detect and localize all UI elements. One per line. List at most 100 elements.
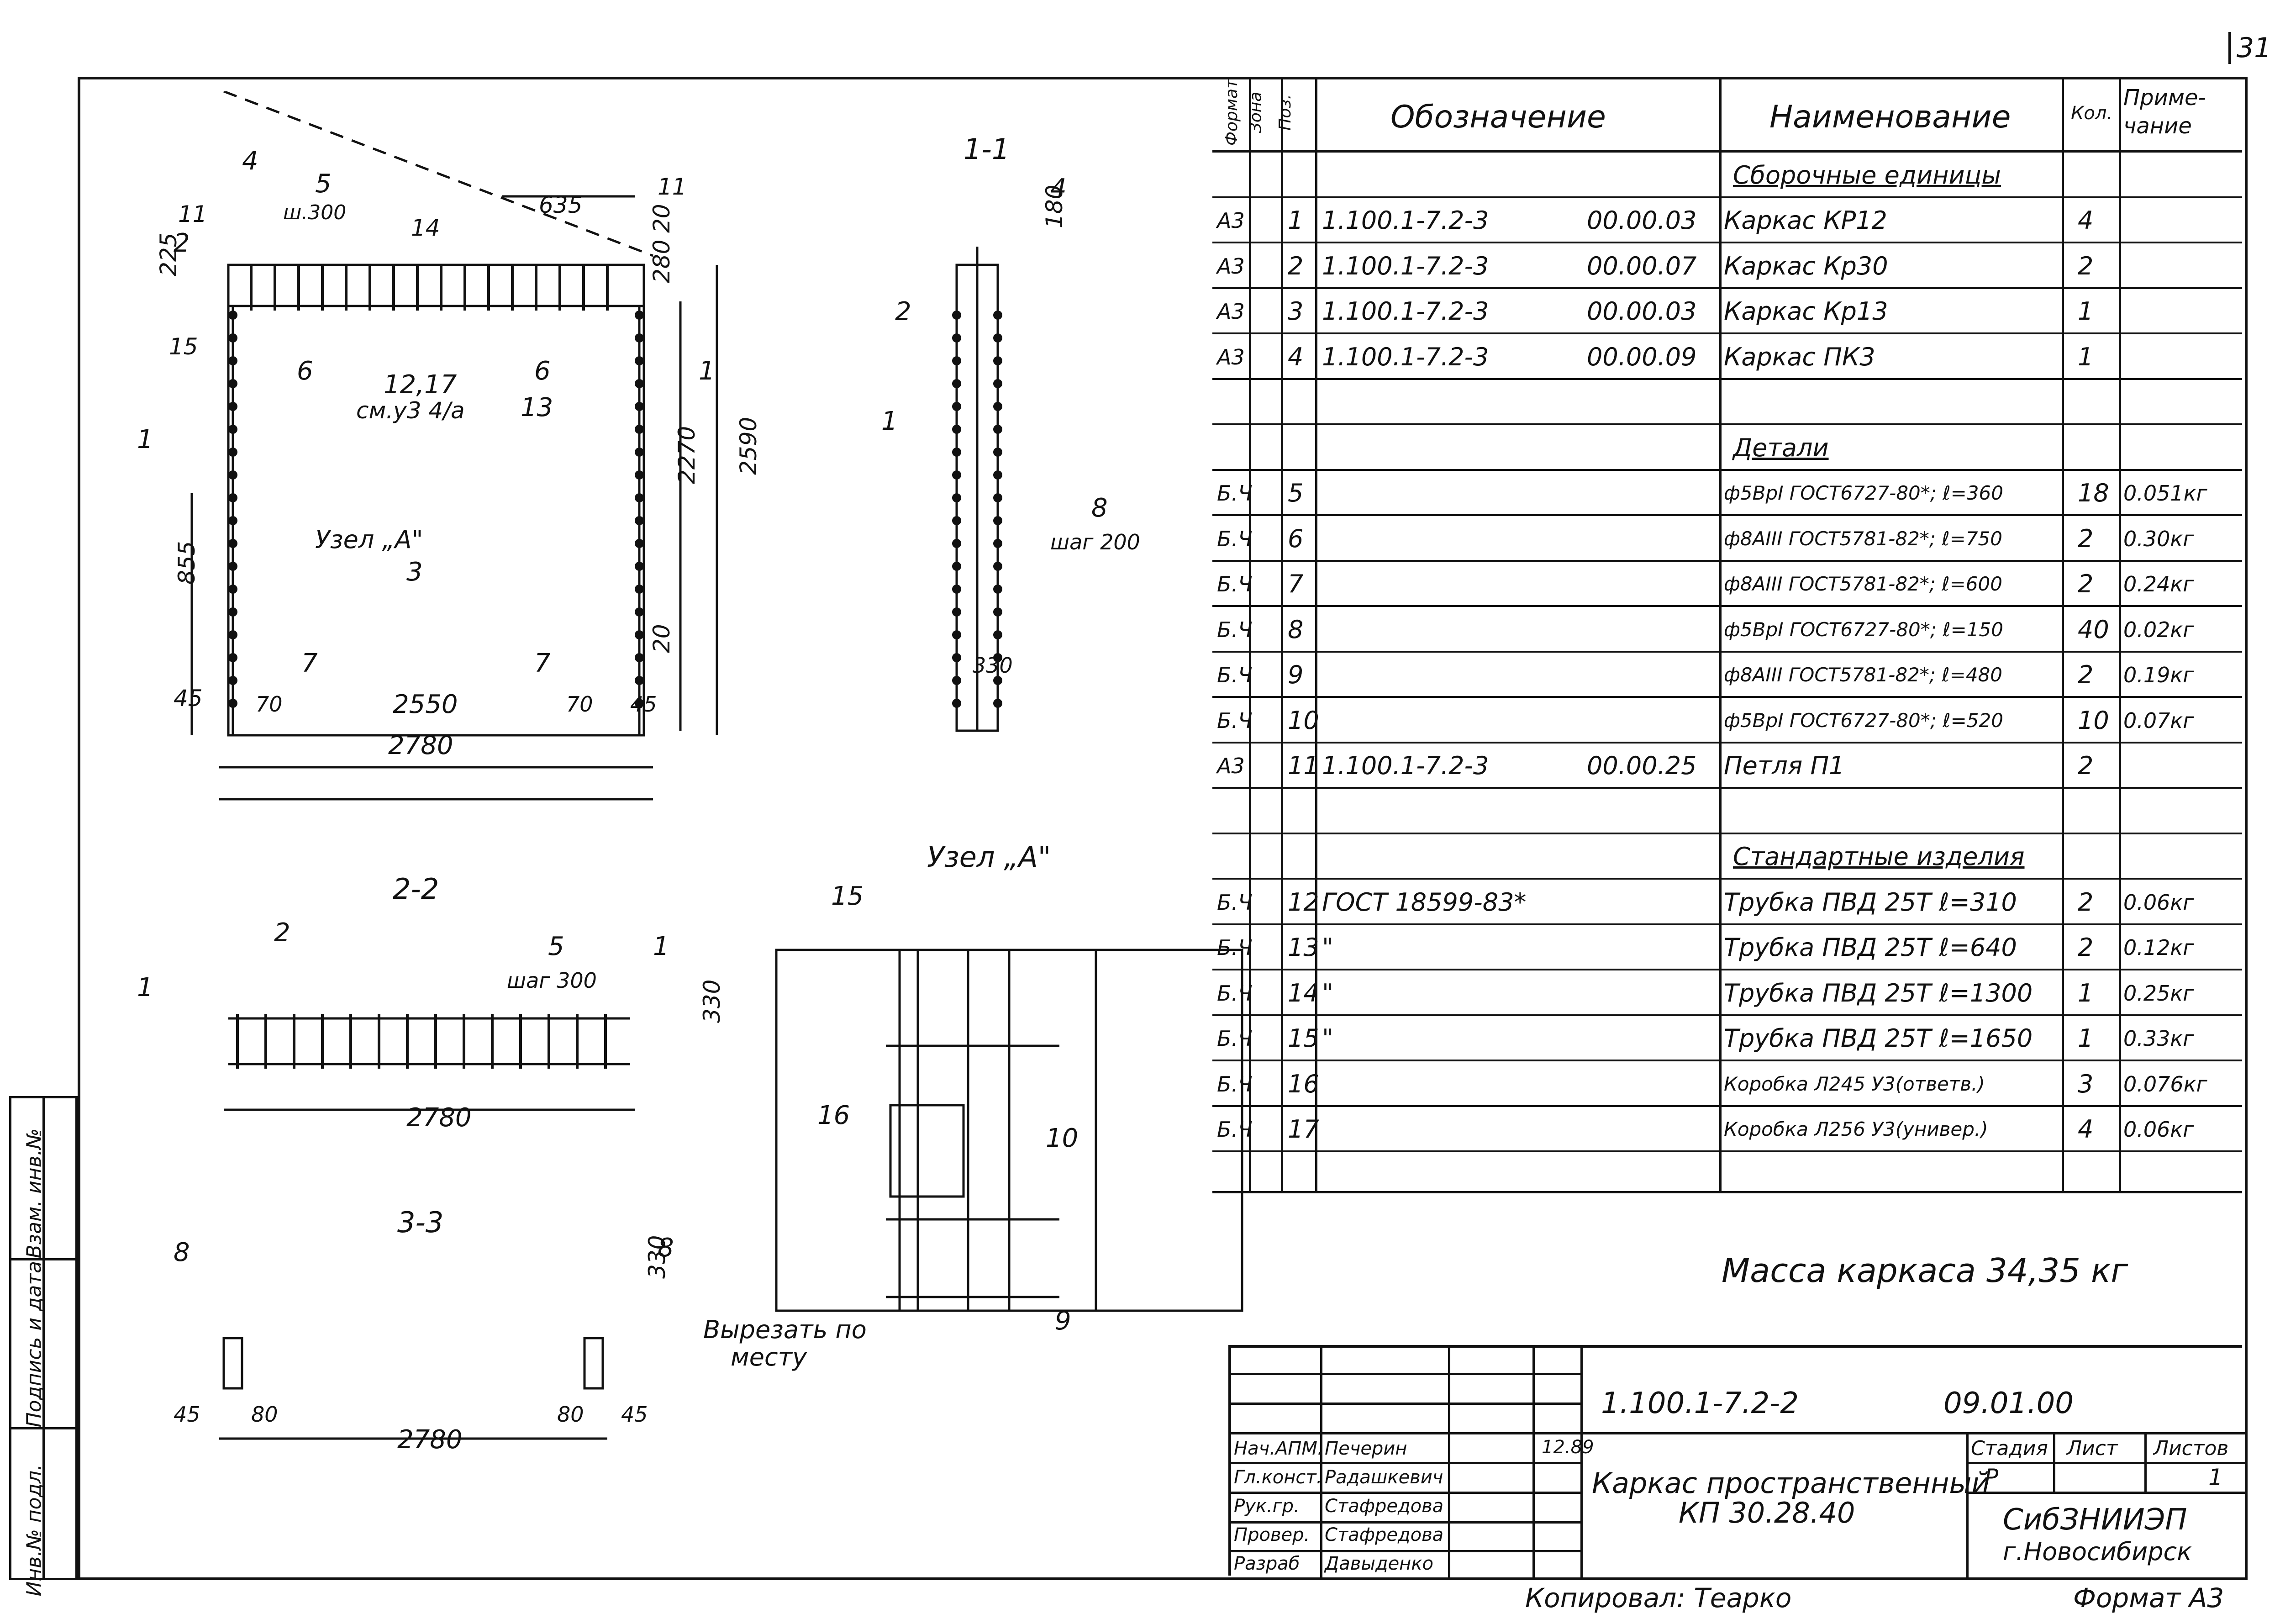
spec-designation-code: 00.00.09: [1587, 342, 1697, 371]
rebar-dot: [952, 333, 961, 343]
rebar-dot: [993, 676, 1002, 685]
rebar-dot: [993, 493, 1002, 502]
spec-note: 0.06кг: [2123, 890, 2194, 915]
mass-text: Масса каркаса 34,35 кг: [1722, 1251, 2128, 1290]
label-pos-3: 3: [406, 557, 423, 587]
spec-pos: 8: [1288, 615, 1304, 644]
spec-qty: 1: [2078, 342, 2094, 371]
spec-note: 0.19кг: [2123, 663, 2194, 688]
rebar-dot: [635, 448, 644, 457]
rebar-dot: [228, 493, 237, 502]
rebar-dot: [952, 676, 961, 685]
spec-note: 0.051кг: [2123, 481, 2207, 506]
rebar-dot: [993, 653, 1002, 662]
title-date: 12.89: [1542, 1437, 1594, 1458]
rebar-dot: [952, 516, 961, 525]
rebar-dot: [993, 585, 1002, 594]
role-name: Радашкевич: [1325, 1467, 1443, 1488]
spec-designation: ": [1322, 978, 1333, 1007]
spec-format: Б.Ч: [1217, 935, 1253, 960]
dim-80-b: 80: [557, 1402, 584, 1427]
rebar-dot: [635, 493, 644, 502]
spec-format: А3: [1217, 253, 1245, 279]
role-title: Нач.АПМ.: [1234, 1438, 1323, 1459]
rebar-dot: [952, 425, 961, 434]
rebar-dot: [635, 653, 644, 662]
label-pos-7-b: 7: [534, 649, 551, 678]
spec-pos: 9: [1288, 660, 1304, 690]
dim-635: 635: [539, 192, 583, 218]
doc-code-suffix: 09.01.00: [1943, 1387, 2074, 1420]
label-pos-2-b: 2: [895, 297, 911, 327]
spec-name: Каркас КР12: [1724, 206, 1887, 235]
spec-header: Формат Зона Поз. Обозначение Наименовани…: [1212, 77, 2242, 153]
dim-45-b: 45: [630, 692, 657, 717]
dim-45: 45: [174, 685, 203, 712]
rebar-dot: [993, 470, 1002, 480]
spec-note: 0.06кг: [2123, 1117, 2194, 1142]
label-pos-4: 4: [242, 146, 258, 176]
spec-qty: 1: [2078, 297, 2094, 326]
dim-280: 280: [648, 239, 675, 283]
rebar-dot: [228, 402, 237, 411]
spec-name: Коробка Л245 У3(ответв.): [1724, 1072, 1985, 1095]
spec-note: 0.25кг: [2123, 981, 2194, 1006]
header-qty: Кол.: [2071, 103, 2113, 124]
footer-format: Формат А3: [2073, 1582, 2224, 1613]
role-name: Давыденко: [1325, 1553, 1433, 1574]
rebar-dot: [635, 585, 644, 594]
role-name: Печерин: [1325, 1438, 1407, 1459]
dim-330: 330: [973, 653, 1013, 678]
role-title: Гл.конст.: [1234, 1467, 1322, 1488]
rebar-dot: [635, 630, 644, 639]
spec-pos: 16: [1288, 1069, 1319, 1098]
label-see-note: см.у3 4/а: [356, 397, 465, 424]
label-pos-15: 15: [169, 333, 198, 360]
dim-2270: 2270: [674, 426, 700, 484]
spec-designation: 1.100.1-7.2-3: [1322, 297, 1489, 326]
rebar-dot: [228, 653, 237, 662]
rebar-dot: [228, 630, 237, 639]
spec-qty: 2: [2078, 569, 2094, 599]
label-pos-7: 7: [301, 649, 318, 678]
label-pos-13: 13: [521, 393, 553, 422]
spec-pos: 11: [1288, 751, 1319, 780]
spec-pos: 14: [1288, 978, 1319, 1007]
dim-20: 20: [648, 204, 675, 233]
spec-designation: 1.100.1-7.2-3: [1322, 751, 1489, 780]
spec-pos: 12: [1288, 887, 1319, 917]
label-section-1-1: 1-1: [964, 132, 1010, 166]
label-pos-6: 6: [297, 356, 313, 386]
dim-20-b: 20: [648, 624, 675, 653]
spec-qty: 2: [2078, 251, 2094, 280]
rebar-dot: [952, 311, 961, 320]
spec-pos: 7: [1288, 569, 1304, 599]
label-pos-8: 8: [1091, 493, 1108, 523]
spec-qty: 1: [2078, 1024, 2094, 1053]
stage-label: Стадия: [1971, 1437, 2048, 1460]
rebar-dot: [993, 699, 1002, 708]
rebar-dot: [635, 379, 644, 388]
role-title: Рук.гр.: [1234, 1496, 1300, 1517]
spec-name: Трубка ПВД 25Т ℓ=640: [1724, 933, 2017, 962]
dim-180: 180: [1041, 185, 1068, 228]
rebar-dot: [952, 402, 961, 411]
title-line2: КП 30.28.40: [1679, 1496, 1855, 1529]
spec-name: Трубка ПВД 25Т ℓ=1300: [1724, 978, 2033, 1007]
spec-designation-code: 00.00.03: [1587, 297, 1697, 326]
rebar-dot: [635, 562, 644, 571]
rebar-dot: [228, 539, 237, 548]
dim-2550: 2550: [393, 690, 458, 719]
sheet-label: Лист: [2067, 1437, 2118, 1460]
label-cut-note-2: месту: [731, 1343, 807, 1371]
rebar-dot: [952, 493, 961, 502]
